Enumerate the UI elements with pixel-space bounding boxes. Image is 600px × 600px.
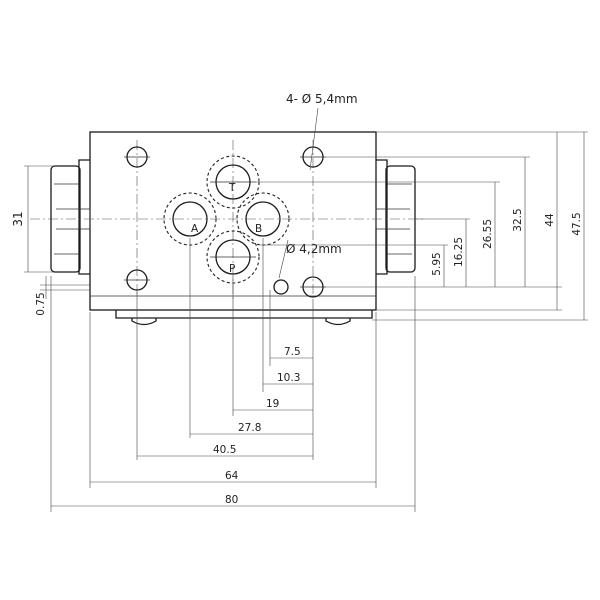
dim-16-25: 16.25: [453, 237, 465, 267]
small-hole: [273, 279, 289, 295]
port-a: A: [163, 192, 217, 246]
dim-44: 44: [544, 213, 556, 227]
port-b: B: [236, 192, 290, 246]
small-hole-callout: Ø 4,2mm: [286, 242, 342, 256]
port-p-label: P: [229, 263, 235, 275]
dim-47-5: 47.5: [571, 212, 583, 235]
dim-5-95: 5.95: [431, 252, 443, 275]
bolt-holes-callout: 4- Ø 5,4mm: [286, 92, 358, 106]
left-dimensions: 31 0.75: [11, 165, 90, 316]
dim-31: 31: [11, 211, 25, 226]
dim-10-3: 10.3: [277, 372, 300, 384]
bolt-hole-top-left: [124, 146, 150, 168]
dim-19: 19: [266, 398, 279, 410]
bolt-hole-bottom-right: [300, 276, 326, 298]
port-b-label: B: [255, 223, 262, 235]
dim-64: 64: [225, 470, 239, 482]
dim-40-5: 40.5: [213, 444, 236, 456]
dim-0-75: 0.75: [35, 292, 47, 315]
vertical-dimensions: 5.95 16.25 26.55 32.5 44 47.5: [256, 131, 588, 321]
bottom-bolt-head-right: [325, 318, 351, 326]
block-bottom-lip: [115, 310, 373, 319]
dim-7-5: 7.5: [284, 346, 301, 358]
horizontal-dimensions: 7.5 10.3 19 27.8 40.5 64 80: [50, 238, 416, 512]
dim-32-5: 32.5: [512, 208, 524, 231]
bottom-bolt-head-left: [131, 318, 157, 326]
port-t-label: T: [228, 182, 236, 194]
dim-27-8: 27.8: [238, 422, 261, 434]
dim-80: 80: [225, 494, 238, 506]
bolt-hole-bottom-left: [124, 269, 150, 291]
dim-26-55: 26.55: [482, 219, 494, 249]
right-cartridge: [375, 159, 416, 275]
port-a-label: A: [191, 223, 199, 235]
left-cartridge: [50, 159, 91, 275]
